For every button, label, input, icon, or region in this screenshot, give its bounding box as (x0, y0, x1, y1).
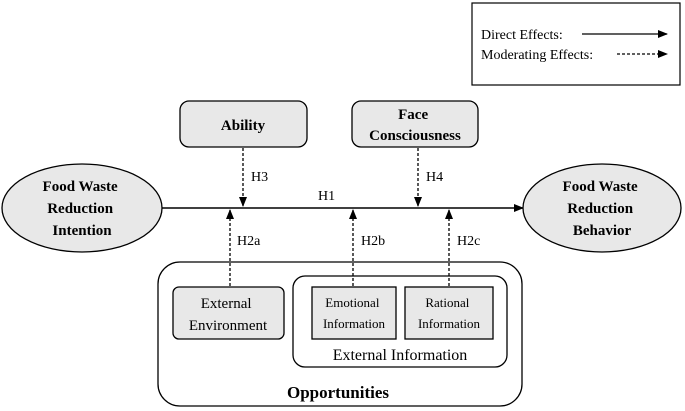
emotional-information-box (311, 286, 397, 340)
rational-line-2: Information (418, 316, 481, 331)
ability-box (179, 100, 308, 148)
rational-line-1: Rational (425, 295, 469, 310)
h3-label: H3 (251, 170, 268, 185)
legend: Direct Effects: Moderating Effects: (471, 2, 681, 86)
behavior-line-3: Behavior (573, 223, 632, 239)
h4-label: H4 (426, 170, 443, 185)
external-information-label: External Information (333, 347, 468, 364)
intention-label: Food Waste Reduction Intention (43, 179, 122, 239)
ability-node: Ability (179, 100, 308, 148)
emotional-line-2: Information (323, 316, 386, 331)
ability-label: Ability (221, 118, 266, 134)
intention-line-3: Intention (52, 223, 112, 239)
behavior-ellipse (522, 163, 682, 253)
external-environment-line-2: Environment (189, 318, 268, 334)
face-consciousness-node: Face Consciousness (351, 100, 479, 148)
external-environment-line-1: External (201, 296, 252, 312)
emotional-line-1: Emotional (325, 295, 380, 310)
behavior-label: Food Waste Reduction Behavior (563, 179, 642, 239)
h2b-label: H2b (361, 234, 385, 249)
rational-information-label: Rational Information (418, 295, 481, 331)
h1-label: H1 (318, 189, 335, 204)
behavior-line-2: Reduction (567, 201, 633, 217)
opportunities-group: Opportunities External Environment Exter… (157, 261, 523, 407)
intention-line-1: Food Waste (43, 179, 118, 195)
legend-direct-label: Direct Effects: (481, 28, 563, 43)
behavior-line-1: Food Waste (563, 179, 638, 195)
behavior-node: Food Waste Reduction Behavior (522, 163, 682, 253)
emotional-information-label: Emotional Information (323, 295, 386, 331)
intention-line-2: Reduction (47, 201, 113, 217)
legend-moderating-label: Moderating Effects: (481, 48, 593, 63)
h2a-label: H2a (237, 234, 261, 249)
intention-node: Food Waste Reduction Intention (1, 163, 163, 253)
h2c-label: H2c (457, 234, 480, 249)
face-line-1: Face (398, 107, 428, 123)
external-environment-label: External Environment (189, 296, 268, 334)
rational-information-box (404, 286, 494, 340)
face-line-2: Consciousness (369, 128, 461, 144)
face-consciousness-label: Face Consciousness (369, 107, 461, 144)
opportunities-label: Opportunities (287, 383, 389, 402)
external-environment-box (172, 286, 285, 340)
legend-box (471, 2, 681, 86)
face-consciousness-box (351, 100, 479, 148)
intention-ellipse (1, 163, 163, 253)
